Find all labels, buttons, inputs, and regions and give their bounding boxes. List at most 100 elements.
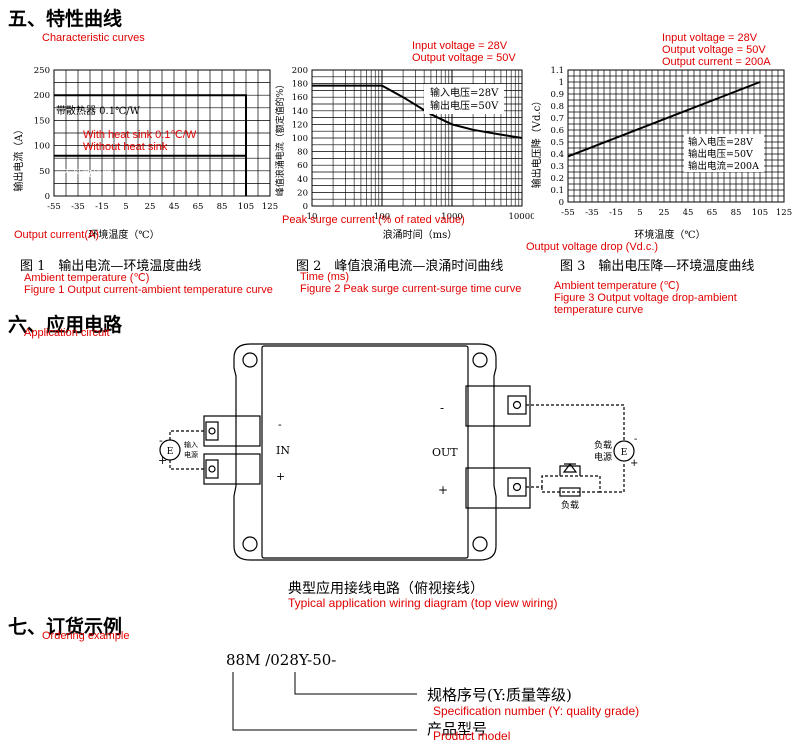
x-tick-label: 125	[262, 202, 278, 212]
chart2-annotation-2: Output voltage = 50V	[412, 52, 516, 64]
order-code: 88M /028Y-50-	[226, 651, 337, 669]
y-tick-label: 40	[297, 175, 308, 185]
x-tick-label: 45	[169, 202, 180, 212]
chart1-ylabel-translation: Output current(A)	[14, 229, 99, 241]
x-tick-label: 125	[776, 208, 792, 218]
order-spec-translation: Specification number (Y: quality grade)	[433, 704, 640, 718]
output-terminal-plus-screw	[507, 477, 527, 497]
out-plus-sign: +	[438, 483, 448, 497]
y-tick-label: 20	[297, 188, 308, 198]
y-tick-label: 200	[34, 91, 50, 101]
y-tick-label: 100	[292, 134, 308, 144]
order-spec-label: 规格序号(Y:质量等级)	[427, 686, 572, 704]
x-tick-label: 65	[707, 208, 718, 218]
mount-hole-tr	[472, 352, 488, 368]
chart1-series2-label: 不带散热器	[62, 167, 112, 180]
chart3-legend-3: 输出电流=200A	[688, 160, 759, 172]
chart3-annotation-3: Output current = 200A	[662, 56, 771, 68]
y-tick-label: 1	[559, 78, 564, 88]
x-tick-label: 25	[659, 208, 670, 218]
x-tick-label: -35	[585, 208, 599, 218]
series-line-1	[312, 84, 523, 139]
module-body	[261, 345, 469, 559]
y-tick-label: 0	[559, 198, 564, 208]
y-tick-label: 80	[297, 148, 308, 158]
load-source	[613, 440, 635, 462]
chart3-annotation-2: Output voltage = 50V	[662, 44, 766, 56]
y-tick-label: 250	[34, 66, 50, 76]
section-6-title: 六、应用电路	[8, 314, 123, 336]
chart2-ylabel: 峰值浪涌电流（额定值的%）	[274, 80, 286, 197]
x-tick-label: 1000	[441, 212, 463, 222]
diode-symbol	[562, 463, 578, 473]
chart1-caption-translation-1: Ambient temperature (℃)	[24, 272, 150, 284]
section-5-title: 五、特性曲线	[8, 8, 123, 30]
chart3-legend-2: 输出电压=50V	[688, 148, 753, 160]
x-tick-label: 10000	[508, 212, 534, 222]
x-tick-label: 65	[193, 202, 204, 212]
mount-hole-tl	[242, 352, 258, 368]
x-tick-label: 100	[374, 212, 390, 222]
chart2-caption-translation-1: Time (ms)	[300, 271, 350, 283]
application-circuit: E E - + 输入 电源 - IN + - OUT + 负载 电源 - + 负…	[158, 343, 638, 561]
chart3-legend-1: 输入电压=28V	[688, 136, 753, 148]
input-wire-plus	[169, 460, 204, 470]
y-tick-label: 140	[292, 107, 308, 117]
y-tick-label: 0.3	[550, 162, 564, 172]
section-7-title: 七、订货示例	[8, 616, 123, 638]
x-tick-label: 105	[752, 208, 768, 218]
section-6-translation: Application circuit	[24, 327, 110, 339]
y-tick-label: 120	[292, 120, 308, 130]
x-tick-label: -35	[71, 202, 85, 212]
input-source-label-1: 输入	[184, 440, 198, 449]
y-tick-label: 60	[297, 161, 308, 171]
y-tick-label: 1.1	[550, 66, 564, 76]
chart2-annotation-1: Input voltage = 28V	[412, 40, 508, 52]
chart1-ylabel: 输出电流（A）	[12, 124, 25, 191]
y-tick-label: 0.2	[550, 174, 564, 184]
series-line-1	[567, 81, 761, 158]
x-tick-label: 5	[123, 202, 128, 212]
output-terminal-minus	[465, 385, 531, 427]
x-tick-label: -55	[561, 208, 575, 218]
in-minus-sign: -	[278, 418, 282, 431]
x-tick-label: 45	[683, 208, 694, 218]
input-wire-minus	[169, 430, 204, 440]
load-resistor	[559, 487, 581, 497]
input-terminal-minus	[203, 415, 261, 447]
in-label: IN	[276, 444, 290, 457]
load-source-label-1: 负载	[594, 439, 612, 451]
y-tick-label: 0.5	[550, 138, 564, 148]
x-tick-label: 105	[238, 202, 254, 212]
y-tick-label: 50	[39, 167, 50, 177]
load-minus-sign: -	[634, 434, 637, 445]
y-tick-label: 0.7	[550, 114, 564, 124]
input-source	[159, 439, 181, 461]
chart3-caption-translation-3: temperature curve	[554, 304, 644, 316]
chart1-series1-translation: With heat sink 0.1℃/W	[83, 129, 197, 141]
mount-hole-bl	[242, 536, 258, 552]
order-model-translation: Product model	[433, 729, 511, 743]
chart3-annotation-1: Input voltage = 28V	[662, 32, 758, 44]
load-source-symbol: E	[621, 448, 628, 458]
y-tick-label: 0.1	[550, 186, 564, 196]
chart2-legend-2: 输出电压=50V	[430, 99, 499, 112]
x-tick-label: 5	[637, 208, 642, 218]
input-plus-sign: +	[158, 454, 167, 467]
y-tick-label: 0	[303, 202, 308, 212]
in-plus-sign: +	[276, 470, 285, 483]
y-tick-label: 0.8	[550, 102, 564, 112]
y-tick-label: 0.9	[550, 90, 564, 100]
y-tick-label: 160	[292, 93, 308, 103]
x-tick-label: -15	[95, 202, 109, 212]
chart3-caption: 图 3 输出电压降—环境温度曲线	[560, 259, 755, 274]
chart3-xlabel: 环境温度（℃）	[634, 228, 705, 241]
out-label: OUT	[432, 446, 458, 459]
chart3-caption-translation-1: Ambient temperature (℃)	[554, 280, 680, 292]
output-terminal-plus	[465, 467, 531, 509]
chart1-series1-label: 带散热器 0.1℃/W	[56, 104, 141, 117]
y-tick-label: 0	[45, 192, 50, 202]
